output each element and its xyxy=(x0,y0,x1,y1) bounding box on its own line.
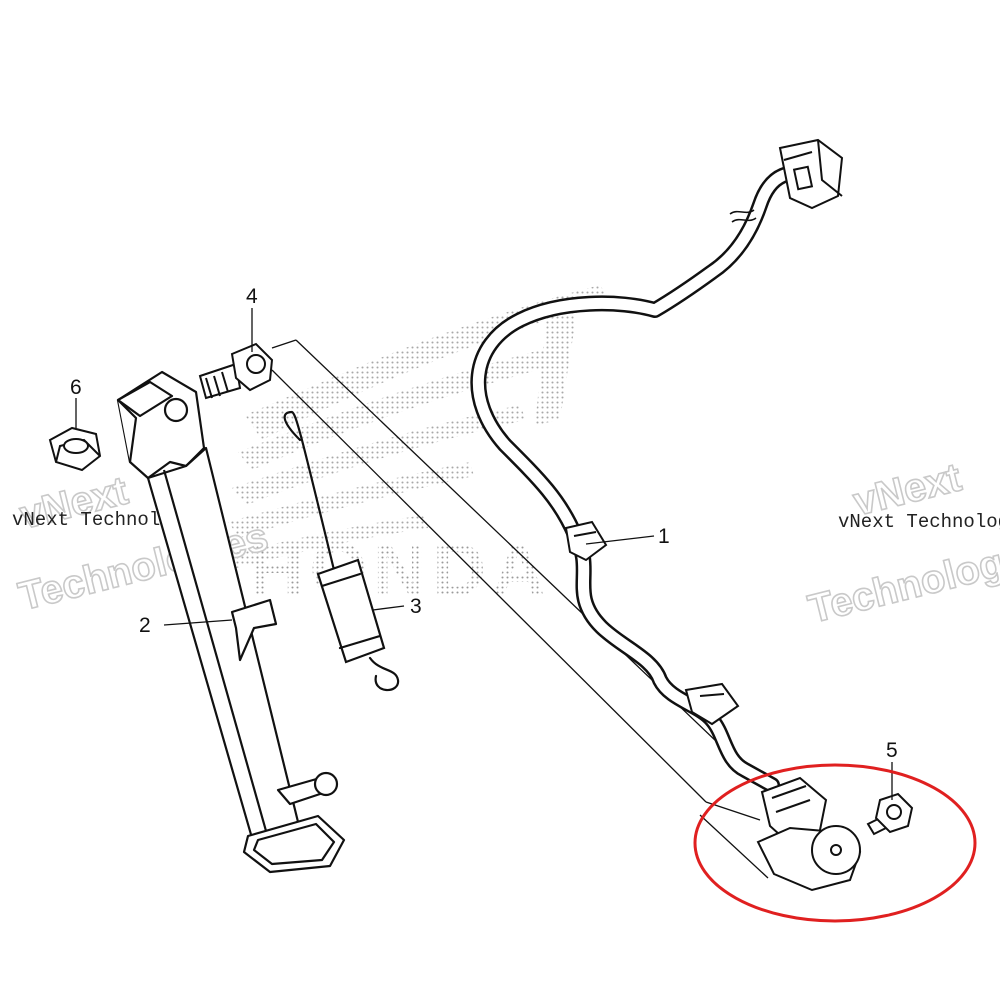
flange-nut xyxy=(874,792,914,834)
callout-number-1: 1 xyxy=(658,525,670,548)
callout-number-4: 4 xyxy=(246,285,258,308)
harness-wire xyxy=(470,165,830,793)
harness-clamp-upper xyxy=(564,520,608,562)
callout-number-2: 2 xyxy=(139,614,151,637)
side-stand-switch xyxy=(756,776,888,892)
assembly-guide-lines xyxy=(271,339,769,879)
wire-break-marks xyxy=(729,209,757,223)
harness-connector xyxy=(778,138,844,210)
side-stand xyxy=(116,370,346,874)
return-spring xyxy=(283,410,400,692)
highlight-circle xyxy=(693,763,977,923)
honda-wing-logo-watermark xyxy=(225,285,610,568)
callout-leader-lines xyxy=(75,308,893,800)
lock-nut xyxy=(48,426,102,472)
callout-number-5: 5 xyxy=(886,739,898,762)
pivot-bolt xyxy=(198,342,274,400)
watermark-small-text: vNext Technologies xyxy=(838,511,1000,533)
callout-number-3: 3 xyxy=(410,595,422,618)
honda-brand-watermark: HONDA xyxy=(250,528,551,611)
callout-number-6: 6 xyxy=(70,376,82,399)
harness-clamp-lower xyxy=(684,682,740,726)
watermark-big-text: Technologies xyxy=(804,527,1000,631)
watermark-right: Technologies xyxy=(803,527,1000,633)
